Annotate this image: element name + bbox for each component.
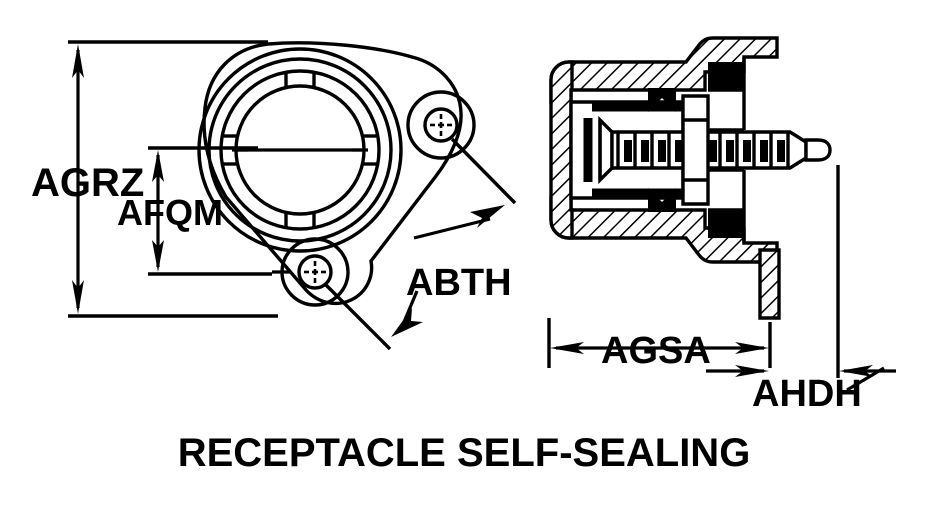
abth-label: ABTH [406, 262, 512, 304]
ahdh-arrow-outer [839, 365, 873, 377]
valve-seat-block [681, 94, 710, 206]
flange-rim-circle [207, 57, 393, 243]
ahdh-label: AHDH [752, 373, 862, 415]
ahdh-leader [846, 366, 885, 392]
abth-extension-upper [450, 137, 517, 205]
lower-bolt-hole-center-mark [304, 261, 326, 283]
upper-bolt-boss-circle [406, 90, 476, 160]
upper-bolt-hole [423, 107, 459, 143]
abth-arrow-lower [391, 308, 423, 337]
poppet-valve-tail [598, 115, 614, 185]
flange-slot-bridges [222, 72, 378, 228]
lower-seal-chevron [648, 188, 676, 212]
abth-extension-lower [324, 283, 392, 351]
front-flange-view [197, 41, 476, 307]
dimension-abth: ABTH [324, 137, 517, 351]
agrz-label: AGRZ [31, 161, 144, 205]
abth-dimension-line-upper [413, 217, 491, 240]
agsa-arrow-left [550, 342, 584, 354]
afqm-arrow-down [152, 240, 164, 272]
agrz-arrow-down [72, 280, 84, 314]
dimension-ahdh: AHDH [706, 165, 896, 415]
section-left-back-wall [549, 60, 574, 240]
slot-ring-outer-circle [219, 69, 381, 231]
cross-section-view [549, 36, 832, 320]
afqm-arrow-up [152, 150, 164, 182]
flange-outline [202, 41, 463, 306]
valve-seat-dividers [683, 118, 708, 182]
lower-oring-seal [708, 210, 744, 238]
upper-seal-chevron [648, 88, 676, 112]
flange-outer-circle [197, 47, 403, 253]
drawing-title: RECEPTACLE SELF-SEALING [178, 431, 751, 475]
seal-pocket-outlines [708, 57, 746, 243]
afqm-label: AFQM [117, 192, 223, 233]
agsa-label: AGSA [601, 330, 711, 372]
lower-bolt-hole [297, 254, 333, 290]
stem-nose-tip [804, 138, 832, 162]
dimension-agrz: AGRZ [31, 40, 278, 318]
upper-oring-seal [708, 62, 744, 90]
dimension-afqm: AFQM [117, 146, 272, 276]
abth-arrow-upper [470, 205, 505, 228]
upper-bolt-hole-center-mark [430, 114, 452, 136]
ahdh-arrow-inner [735, 365, 769, 377]
agrz-arrow-up [72, 44, 84, 78]
dimension-agsa: AGSA [547, 318, 772, 372]
agsa-arrow-right [735, 342, 769, 354]
section-mounting-tab [758, 248, 781, 320]
